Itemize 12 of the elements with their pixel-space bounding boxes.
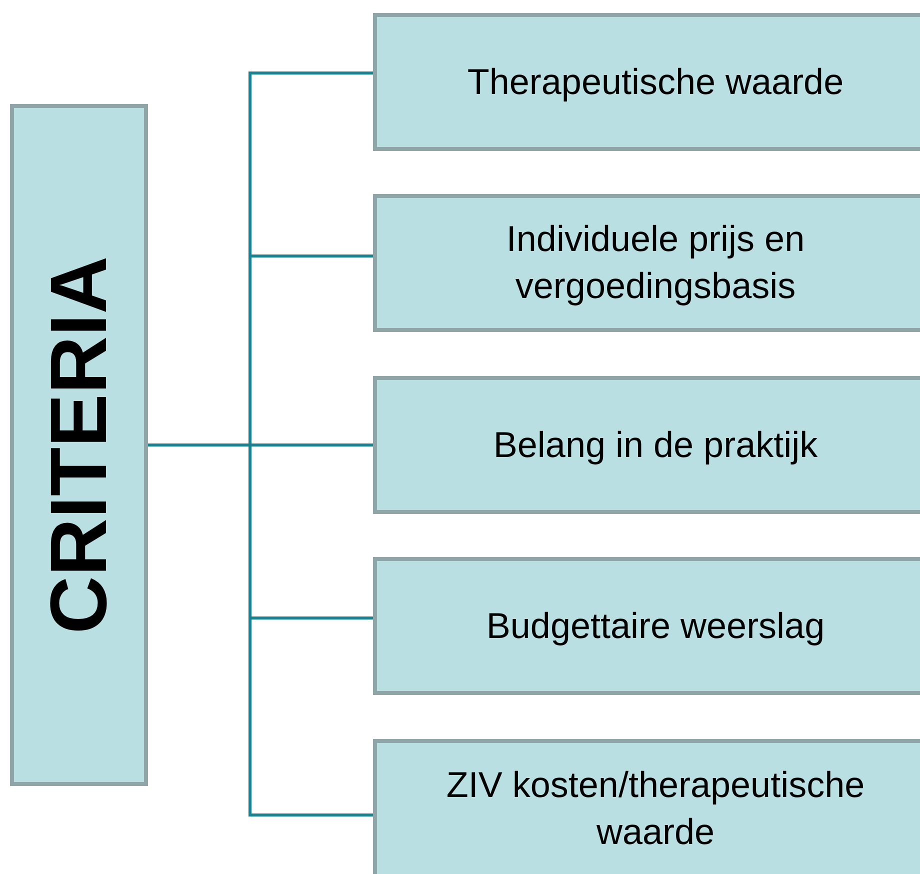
criterion-label: Budgettaire weerslag (486, 604, 825, 648)
criterion-box (373, 557, 920, 695)
category-box (10, 104, 148, 786)
criterion-box (373, 194, 920, 332)
criterion-box (373, 739, 920, 874)
criterion-box (373, 13, 920, 151)
criterion-label: ZIV kosten/therapeutische waarde (445, 762, 866, 854)
vertical-heading: CRITERIA (39, 256, 119, 634)
criterion-label: Belang in de praktijk (493, 422, 818, 467)
criterion-box (373, 376, 920, 514)
criterion-label: Individuele prijs en vergoedingsbasis (505, 217, 806, 308)
criterion-label: Therapeutische waarde (467, 60, 844, 104)
